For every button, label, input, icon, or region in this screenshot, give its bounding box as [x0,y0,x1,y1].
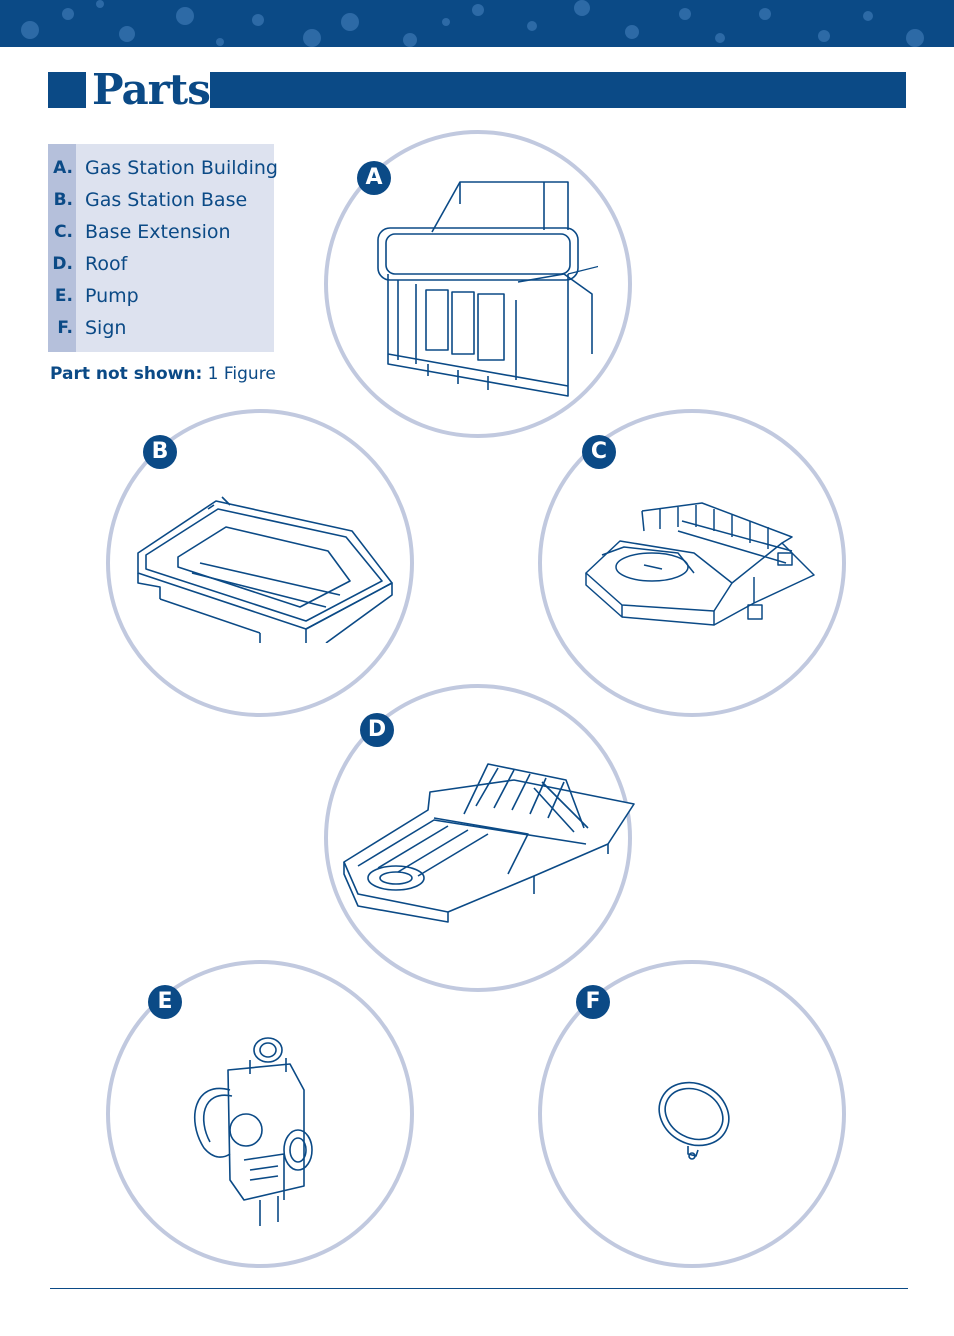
title-bar-decoration [210,72,906,108]
part-a-badge: A [357,161,391,195]
title-row: Parts [48,65,906,114]
part-name: Roof [85,253,128,275]
part-letter: A. [53,158,73,178]
parts-list: A. Gas Station Building B. Gas Station B… [48,144,278,352]
parts-letter-column [48,144,76,352]
part-letter: C. [54,222,73,242]
part-name: Gas Station Building [85,157,278,179]
header-banner [0,0,954,47]
part-letter: E. [54,286,73,306]
list-item: C. Base Extension [48,216,274,248]
list-item: F. Sign [48,312,274,344]
title-block-decoration [48,72,86,108]
part-c-badge: C [582,435,616,469]
part-name: Sign [85,317,127,339]
sign-illustration [658,1081,730,1160]
part-name: Base Extension [85,221,231,243]
roof-illustration [343,763,635,923]
dot-pattern [21,0,924,47]
base-extension-illustration [585,502,815,626]
part-d-circle [324,684,635,992]
list-item: A. Gas Station Building [48,152,278,184]
part-b-badge: B [143,435,177,469]
part-not-shown-note: Part not shown: 1 Figure [50,364,276,384]
part-e-badge: E [148,985,182,1019]
not-shown-value: 1 Figure [207,364,276,384]
not-shown-label: Part not shown: [50,364,203,384]
list-item: E. Pump [48,280,274,312]
part-name: Gas Station Base [85,189,248,211]
part-letter: F. [57,318,73,338]
part-letter: D. [52,254,73,274]
part-d-badge: D [360,713,394,747]
part-f-badge: F [576,985,610,1019]
part-name: Pump [85,285,139,307]
part-letter: B. [53,190,73,210]
gas-station-building-illustration [377,181,598,397]
footer-divider [50,1288,908,1289]
page-title: Parts [92,65,211,114]
list-item: B. Gas Station Base [48,184,274,216]
list-item: D. Roof [48,248,274,280]
gas-station-base-illustration [137,496,393,643]
pump-illustration [193,1037,313,1226]
